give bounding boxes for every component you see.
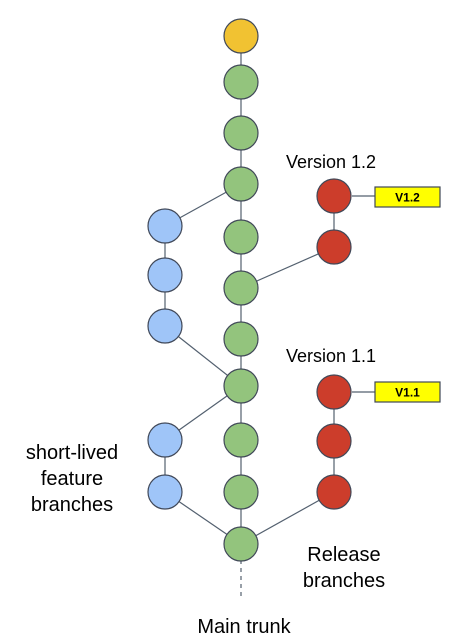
- trunk-head-node: [223, 18, 259, 54]
- release-branch-11-origin-edge: [240, 491, 335, 545]
- trunk-node: [223, 166, 259, 202]
- feature-branches-label-line2: feature: [41, 468, 103, 490]
- feature-branches-label-line3: branches: [31, 494, 113, 516]
- version-11-label: Version 1.1: [286, 346, 376, 366]
- tag-label: V1.1: [395, 386, 420, 400]
- release-node: [316, 178, 352, 214]
- release-node: [316, 229, 352, 265]
- feature-node: [147, 308, 183, 344]
- version-tag-11: V1.1: [374, 381, 441, 403]
- tag-box: [374, 381, 441, 403]
- feature-branches-label-line1: short-lived: [26, 442, 118, 464]
- edges: [164, 36, 375, 600]
- trunk-node: [223, 422, 259, 458]
- feature-node: [147, 257, 183, 293]
- feature-node: [147, 422, 183, 458]
- release-node: [316, 374, 352, 410]
- feature-node: [147, 474, 183, 510]
- release-node: [316, 474, 352, 510]
- release-branches-label-line2: branches: [303, 570, 385, 592]
- trunk-node: [223, 526, 259, 562]
- trunk-node: [223, 474, 259, 510]
- main-trunk-label: Main trunk: [197, 616, 291, 638]
- trunk-node: [223, 321, 259, 357]
- feature-branch-nodes: [147, 208, 183, 510]
- feature-node: [147, 208, 183, 244]
- release-branch-nodes: [316, 178, 352, 510]
- trunk-nodes: [223, 18, 259, 562]
- trunk-node: [223, 64, 259, 100]
- trunk-node: [223, 270, 259, 306]
- release-branches-label-line1: Release: [307, 544, 380, 566]
- release-node: [316, 423, 352, 459]
- trunk-node: [223, 219, 259, 255]
- tag-label: V1.2: [395, 191, 420, 205]
- trunk-node: [223, 115, 259, 151]
- version-12-label: Version 1.2: [286, 152, 376, 172]
- trunk-node: [223, 368, 259, 404]
- version-tag-12: V1.2: [374, 186, 441, 208]
- tag-box: [374, 186, 441, 208]
